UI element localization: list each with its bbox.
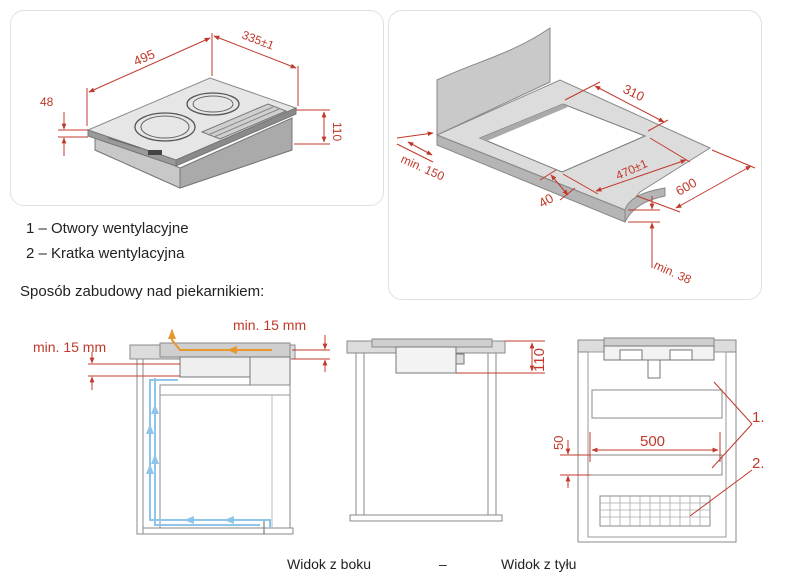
vent-grille <box>599 495 711 527</box>
dim-side-min-top: min. 15 mm <box>233 317 306 333</box>
dim-front-height: 110 <box>531 348 548 372</box>
front-view-drawing: 110 <box>346 338 548 522</box>
dim-back-width: 500 <box>640 433 665 450</box>
dim-cutout-back-depth: 310 <box>621 81 647 104</box>
cutout-drawing: 310 470±1 40 600 min. 150 min. 38 <box>396 27 756 287</box>
caption-back-view: Widok z tyłu <box>501 556 577 572</box>
dim-cutout-front-margin: 40 <box>536 190 556 210</box>
dim-hob-thickness: 48 <box>40 95 54 109</box>
legend-item-vent-grille: 2 – Kratka wentylacyjna <box>26 245 185 262</box>
callout-2: 2. <box>752 455 765 472</box>
dim-hob-width: 495 <box>131 46 157 69</box>
back-view-drawing: 500 50 1. 2. <box>551 337 765 543</box>
side-view-drawing: min. 15 mm min. 15 mm <box>33 317 330 535</box>
vent-opening <box>591 389 723 419</box>
dim-hob-depth: 335±1 <box>240 28 276 53</box>
legend-item-vent-openings: 1 – Otwory wentylacyjne <box>26 220 189 237</box>
dim-side-min-left: min. 15 mm <box>33 339 106 355</box>
vent-opening-lower <box>587 454 723 476</box>
cooking-zone-left <box>134 112 196 142</box>
dim-hob-height: 110 <box>330 122 344 141</box>
caption-separator: – <box>439 556 447 572</box>
installation-title: Sposób zabudowy nad piekarnikiem: <box>20 283 265 300</box>
caption-side-view: Widok z boku <box>287 556 372 572</box>
cooking-zone-right <box>186 92 240 116</box>
callout-1: 1. <box>752 409 765 426</box>
dim-counter-depth: 600 <box>673 175 699 199</box>
hob-drawing: 495 335±1 48 110 <box>40 28 344 189</box>
dim-min-thickness: min. 38 <box>652 258 694 287</box>
dim-back-gap: 50 <box>551 436 566 450</box>
